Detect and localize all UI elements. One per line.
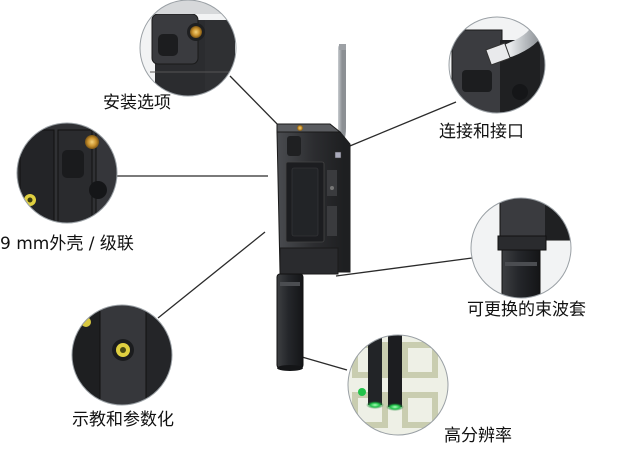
magnifier-connection (448, 16, 546, 114)
callout-line-install (229, 75, 284, 131)
label-connection: 连接和接口 (439, 122, 524, 142)
callout-line-sleeve (335, 257, 473, 277)
label-resolution: 高分辨率 (444, 426, 512, 446)
callout-line-resolution (301, 356, 348, 371)
callout-lines (117, 75, 473, 371)
sensor-body (276, 44, 351, 371)
label-housing-cascade: 9 mm外壳 / 级联 (0, 234, 134, 254)
label-teach: 示教和参数化 (72, 410, 174, 430)
magnifier-teach (71, 304, 173, 406)
magnifier-install-options (139, 0, 237, 97)
label-sleeve: 可更换的束波套 (467, 300, 586, 320)
callout-line-teach (157, 231, 266, 319)
magnifier-housing-cascade (16, 122, 118, 224)
magnifier-resolution (347, 334, 449, 436)
callout-line-connect (344, 101, 457, 149)
label-install-options: 安装选项 (103, 93, 171, 113)
magnifier-sleeve (470, 197, 572, 299)
screw-top-icon (297, 125, 303, 131)
